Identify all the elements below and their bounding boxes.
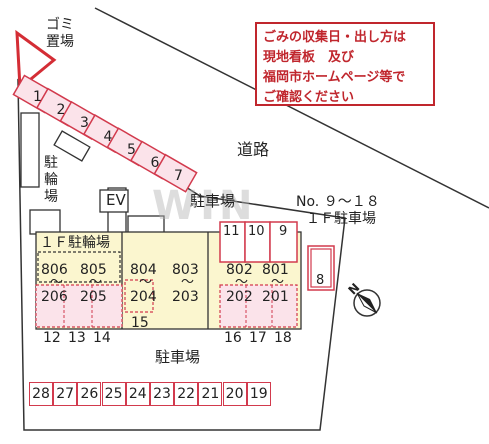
- unit-204: 204: [130, 289, 157, 305]
- inner-stall-9: [269, 221, 298, 263]
- bottom-stall: 22: [174, 382, 199, 406]
- bicycle-1f-area: [37, 251, 121, 283]
- stall-number-14: 14: [93, 330, 111, 346]
- parking-bottom-label: 駐車場: [155, 348, 201, 366]
- notice-line-2: 現地看板 及び: [263, 50, 355, 65]
- parking-center-label: 駐車場: [190, 192, 236, 210]
- unit-201: 201: [262, 289, 289, 305]
- garbage-storage-outline: [15, 29, 57, 92]
- garbage-label-line-2: 置場: [46, 34, 74, 50]
- unit-block-right: [219, 284, 298, 328]
- stall-8-inner: [310, 248, 332, 288]
- unit-203: 203: [172, 289, 199, 305]
- wave-805: ～: [89, 275, 103, 290]
- unit-806: 806: [41, 262, 68, 278]
- bicycle-shed-outline: [20, 112, 40, 188]
- diagonal-stall-group: [12, 74, 198, 193]
- road-label: 道路: [237, 140, 270, 159]
- notice-line-1: ごみの収集日・出し方は: [263, 30, 407, 45]
- stall-number-16: 16: [224, 330, 242, 346]
- notice-line-3: 福岡市ホームページ等で: [263, 70, 406, 85]
- stall-label-8: 8: [316, 273, 325, 288]
- unit-802: 802: [226, 262, 253, 278]
- bottom-stall: 28: [29, 382, 53, 406]
- bottom-stall: 23: [150, 382, 174, 406]
- stall-8-outer: [307, 245, 335, 291]
- unit-803: 803: [172, 262, 199, 278]
- diagonal-stall-label: 1: [33, 89, 42, 105]
- bottom-stall: 25: [101, 382, 126, 406]
- parking-1f-label: １Ｆ駐車場: [306, 211, 376, 227]
- unit-202: 202: [226, 289, 253, 305]
- wave-806: ～: [50, 275, 64, 290]
- wave-803: ～: [181, 275, 195, 290]
- diagonal-stall-label: 3: [80, 115, 89, 132]
- ev-box-outline: [99, 189, 129, 213]
- bottom-stall: 26: [77, 382, 102, 406]
- bottom-stall: 24: [125, 382, 150, 406]
- stall-number-13: 13: [68, 330, 86, 346]
- inner-stall-label-11: 11: [223, 224, 240, 239]
- small-building-a: [53, 130, 91, 162]
- small-building-b: [29, 209, 61, 235]
- compass-needle-light: [356, 292, 378, 314]
- inner-stall-label-9: 9: [279, 224, 288, 239]
- bottom-stall: 21: [198, 382, 223, 406]
- unit-805: 805: [80, 262, 107, 278]
- bicycle-parking-label-2: 輪: [44, 172, 58, 188]
- garbage-label-line-1: ゴミ: [46, 17, 74, 33]
- diagonal-stall: [153, 153, 198, 193]
- ev-label: EV: [106, 191, 126, 209]
- unit-block-left: [35, 284, 123, 328]
- unit-801: 801: [262, 262, 289, 278]
- bicycle-1f-label: １Ｆ駐輪場: [40, 235, 110, 251]
- diagonal-stall-label: 2: [56, 102, 66, 119]
- inner-stall-label-10: 10: [248, 224, 265, 239]
- diagonal-stall-label: 7: [174, 168, 183, 185]
- bicycle-parking-label-1: 駐: [44, 155, 58, 171]
- stall-number-15: 15: [131, 315, 149, 331]
- bottom-stall: 19: [246, 382, 271, 406]
- diagonal-stall-label: 4: [103, 128, 113, 145]
- notice-line-4: ご確認ください: [263, 90, 355, 105]
- wave-802: ～: [235, 275, 249, 290]
- parking-1f-range-label: No. ９～１８: [296, 194, 380, 210]
- stall-number-12: 12: [43, 330, 61, 346]
- bottom-stall: 27: [53, 382, 78, 406]
- stall-number-17: 17: [249, 330, 267, 346]
- diagonal-stall-label: 5: [127, 141, 136, 158]
- diagonal-stall-label: 6: [150, 155, 160, 171]
- wave-804: ～: [139, 275, 153, 290]
- road-edge-line: [94, 7, 489, 209]
- unit-206: 206: [41, 289, 68, 305]
- watermark: WIN: [152, 183, 257, 229]
- unit-205: 205: [80, 289, 107, 305]
- stall-number-18: 18: [274, 330, 292, 346]
- wave-801: ～: [271, 275, 285, 290]
- bicycle-parking-label-3: 場: [44, 189, 58, 205]
- unit-804: 804: [130, 262, 157, 278]
- garbage-notice-box: ごみの収集日・出し方は 現地看板 及び 福岡市ホームページ等で ご確認ください: [255, 22, 435, 106]
- bottom-stall: 20: [222, 382, 247, 406]
